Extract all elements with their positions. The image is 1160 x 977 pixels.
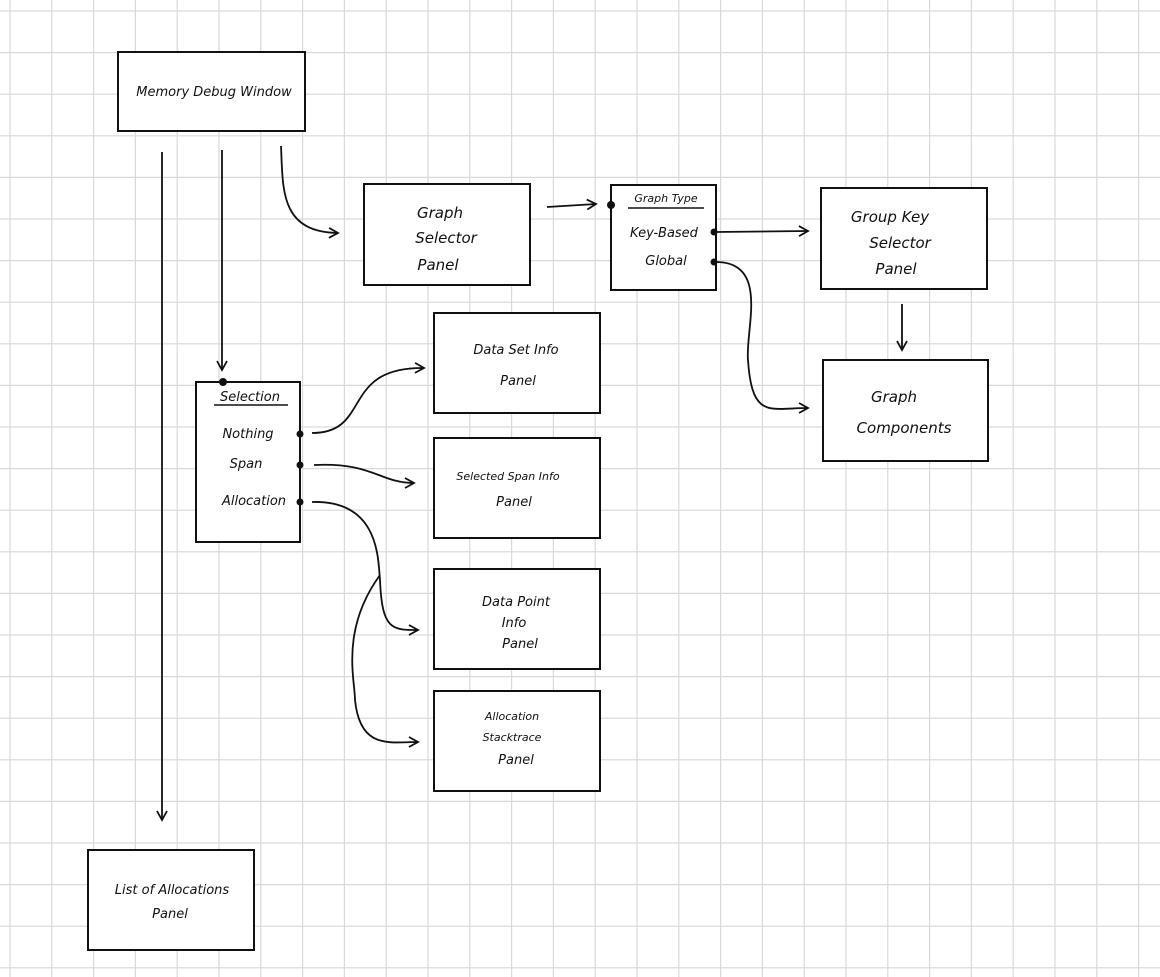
node-allocation-stacktrace-panel: Allocation Stacktrace Panel	[433, 690, 601, 792]
node-selected-span-info-panel: Selected Span Info Panel	[433, 437, 601, 539]
port-dot	[296, 430, 304, 438]
svg-text:Panel: Panel	[502, 637, 538, 652]
svg-text:Info: Info	[502, 616, 527, 631]
port-dot	[710, 228, 718, 236]
port-dot	[296, 498, 304, 506]
port-dot	[296, 461, 304, 469]
edge-window-to-graph-selector	[280, 145, 340, 239]
svg-text:Selected Span Info: Selected Span Info	[456, 470, 559, 483]
edge-global-to-components	[715, 261, 810, 414]
node-data-set-info-panel: Data Set Info Panel	[433, 312, 601, 414]
svg-text:Panel: Panel	[875, 260, 917, 278]
svg-text:Span: Span	[230, 457, 263, 472]
svg-text:Nothing: Nothing	[222, 427, 273, 442]
node-selection: Selection Nothing Span Allocation	[195, 378, 304, 543]
svg-text:Allocation: Allocation	[484, 710, 539, 723]
svg-text:Graph: Graph	[417, 204, 463, 222]
svg-text:Memory Debug Window: Memory Debug Window	[136, 85, 292, 100]
input-port-dot	[219, 378, 227, 386]
node-data-point-info-panel: Data Point Info Panel	[433, 568, 601, 670]
svg-text:Panel: Panel	[500, 374, 536, 389]
svg-text:Selector: Selector	[415, 229, 477, 247]
svg-text:Data Set Info: Data Set Info	[473, 343, 558, 358]
svg-text:Selection: Selection	[220, 390, 280, 405]
edge-nothing-to-dataset	[311, 362, 426, 434]
node-graph-components: Graph Components	[822, 359, 989, 462]
svg-text:Graph Type: Graph Type	[634, 192, 697, 205]
node-graph-selector-panel: Graph Selector Panel	[363, 183, 531, 286]
node-memory-debug-window: Memory Debug Window	[117, 51, 306, 132]
svg-text:Panel: Panel	[152, 907, 188, 922]
node-group-key-selector-panel: Group Key Selector Panel	[820, 187, 988, 290]
svg-text:List of Allocations: List of Allocations	[115, 883, 230, 898]
svg-text:Group Key: Group Key	[851, 208, 930, 226]
svg-text:Panel: Panel	[417, 256, 459, 274]
edge-span-to-selected-span	[313, 463, 416, 489]
input-port-dot	[607, 201, 615, 209]
svg-text:Stacktrace: Stacktrace	[483, 731, 542, 744]
edge-graph-selector-to-type	[546, 198, 598, 211]
node-graph-type: Graph Type Key-Based Global	[607, 184, 718, 291]
port-dot	[710, 258, 718, 266]
svg-text:Key-Based: Key-Based	[630, 226, 699, 241]
svg-text:Components: Components	[857, 419, 952, 437]
svg-text:Global: Global	[645, 254, 687, 269]
node-list-of-allocations-panel: List of Allocations Panel	[87, 849, 255, 951]
svg-text:Panel: Panel	[496, 495, 532, 510]
edge-allocation-to-stacktrace	[351, 574, 420, 748]
svg-text:Data Point: Data Point	[482, 595, 551, 610]
svg-text:Selector: Selector	[869, 234, 931, 252]
svg-text:Allocation: Allocation	[221, 494, 286, 509]
edge-keybased-to-group-key	[715, 225, 810, 237]
svg-text:Graph: Graph	[871, 388, 917, 406]
edge-allocation-to-datapoint	[311, 501, 420, 636]
svg-text:Panel: Panel	[498, 753, 534, 768]
